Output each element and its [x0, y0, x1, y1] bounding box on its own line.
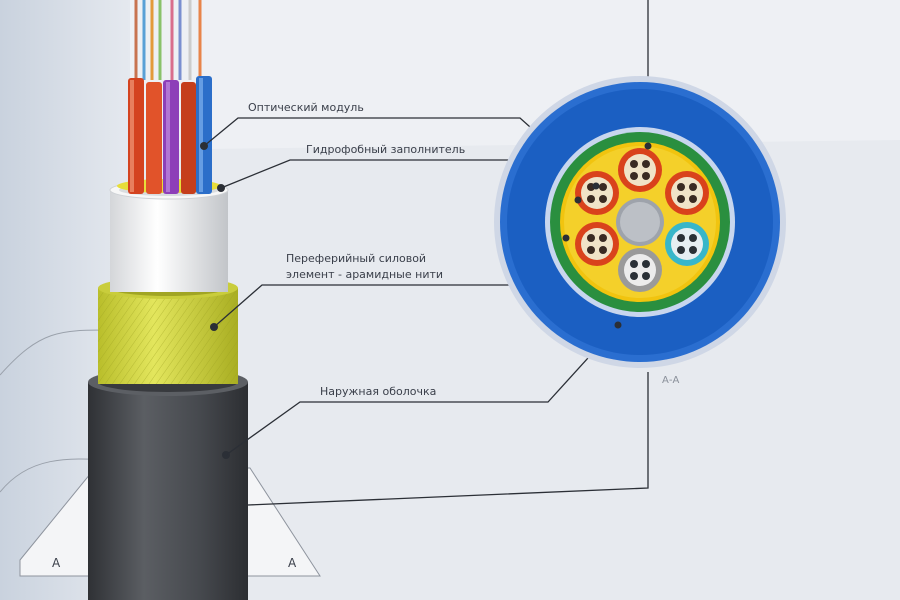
- label-strength-member-line1: Переферийный силовой: [286, 252, 427, 265]
- cable-white-tube: [109, 180, 229, 292]
- cross-section: [494, 76, 786, 368]
- optical-fibers: [134, 0, 202, 80]
- wire-decoration: [0, 329, 111, 376]
- cable-aramid-yarn: [98, 277, 238, 384]
- module-upper-right: [665, 171, 709, 215]
- module-upper-left: [575, 171, 619, 215]
- module-top: [618, 148, 662, 192]
- label-strength-member-line2: элемент - арамидные нити: [286, 268, 444, 281]
- optical-modules: [128, 76, 212, 194]
- module-lower-right: [665, 222, 709, 266]
- section-marker-right: А: [288, 556, 297, 570]
- section-marker-left: А: [52, 556, 61, 570]
- callout-dot: [614, 321, 622, 329]
- module-lower-left: [575, 222, 619, 266]
- callout-dot: [562, 234, 570, 242]
- label-hydrophobic-filler: Гидрофобный заполнитель: [306, 143, 466, 156]
- cable-outer-jacket: [88, 368, 248, 600]
- callout-dot: [574, 196, 582, 204]
- module-bottom: [618, 248, 662, 292]
- label-outer-sheath: Наружная оболочка: [320, 385, 437, 398]
- callout-dot: [592, 182, 600, 190]
- label-optical-module: Оптический модуль: [248, 101, 364, 114]
- callout-dot: [644, 142, 652, 150]
- cross-section-caption: А-А: [662, 375, 680, 386]
